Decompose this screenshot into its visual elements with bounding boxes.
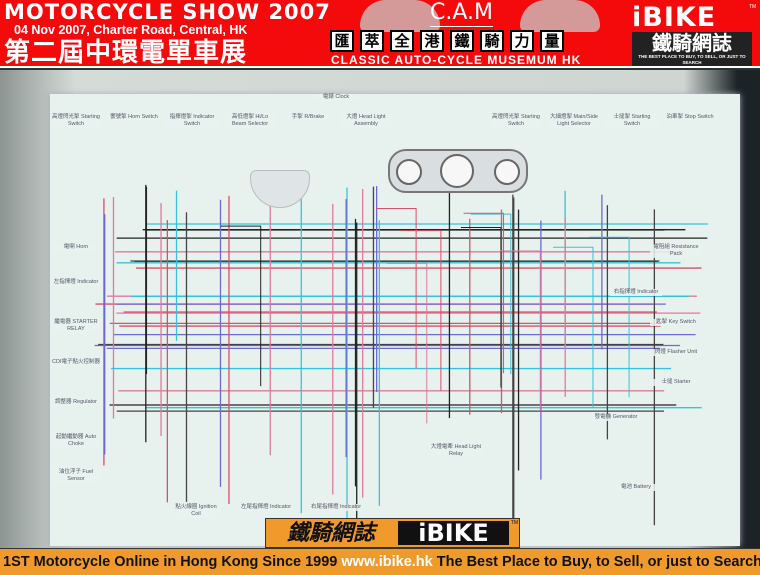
trademark: TM	[749, 4, 757, 10]
show-title: MOTORCYCLE SHOW 2007	[4, 0, 331, 24]
wire	[376, 208, 417, 369]
cam-slogan-cn: 匯萃全港鐵騎力量	[330, 30, 564, 52]
component-label: 電錶 Clock	[310, 94, 362, 101]
footer-slogan: The Best Place to Buy, to Sell, or just …	[432, 554, 760, 570]
gauge-icon	[396, 159, 422, 185]
wiring-lines	[94, 184, 709, 546]
component-label: 右尾指揮燈 Indicator	[310, 504, 362, 511]
component-label: 高燈閃光掣 Starting Switch	[50, 114, 102, 128]
component-label: 匙掣 Key Switch	[650, 319, 702, 326]
component-label: 右指揮燈 Indicator	[610, 289, 662, 296]
gauge-icon	[494, 159, 520, 185]
gauge-icon	[440, 154, 474, 188]
ibike-footer-logo[interactable]: 鐵騎網誌 iBIKE TM	[265, 518, 520, 548]
website-link[interactable]: www.ibike.hk	[341, 554, 433, 570]
component-label: 大燈 Head Light Assembly	[340, 114, 392, 128]
component-label: 左尾指揮燈 Indicator	[240, 504, 292, 511]
logo-en: iBIKE	[398, 521, 509, 545]
wire	[463, 212, 505, 374]
component-label: 左指揮燈 Indicator	[50, 279, 102, 286]
component-label: 士撻掣 Starting Switch	[606, 114, 658, 128]
logo-cn: 鐵騎網誌	[286, 520, 375, 545]
wire	[589, 236, 630, 398]
wire	[400, 230, 442, 391]
component-label: 高低燈掣 Hi/Lo Beam Selector	[224, 114, 276, 128]
show-title-cn: 第二屆中環電單車展	[4, 37, 248, 67]
component-label: 電喇 Horn	[50, 244, 102, 251]
wire	[460, 226, 502, 388]
slogan-char: 萃	[360, 30, 384, 52]
trademark: TM	[510, 520, 518, 526]
slogan-char: 量	[540, 30, 564, 52]
component-label: 泊車掣 Stop Switch	[664, 114, 716, 121]
component-label: 指揮燈掣 Indicator Switch	[166, 114, 218, 128]
wire	[386, 262, 428, 424]
wire	[552, 246, 594, 408]
ibike-logo[interactable]: iBIKE	[632, 2, 717, 33]
wire	[500, 250, 541, 411]
motorcycle-illustration	[520, 0, 600, 32]
footer-tagline: 1ST Motorcycle Online in Hong Kong Since…	[3, 554, 342, 570]
footer-banner: 1ST Motorcycle Online in Hong Kong Since…	[0, 548, 760, 575]
slogan-char: 騎	[480, 30, 504, 52]
component-label: 繼電器 STARTER RELAY	[50, 319, 102, 333]
component-label: 發電機 Generator	[590, 414, 642, 421]
ibike-cn-text: 鐵騎網誌	[652, 33, 732, 55]
component-label: 點火線圈 Ignition Coil	[170, 504, 222, 518]
component-label: 手掣 R/Brake	[282, 114, 334, 121]
wire	[470, 213, 512, 375]
slogan-char: 匯	[330, 30, 354, 52]
component-label: 響號掣 Horn Switch	[108, 114, 160, 121]
component-label: 起動繼動器 Auto Choke	[50, 434, 102, 448]
component-label: 大燈電牽 Head Light Relay	[430, 444, 482, 458]
wire	[220, 225, 262, 387]
component-label: 士撻 Starter	[650, 379, 702, 386]
motorcycle-illustration	[360, 0, 440, 32]
component-label: 調整器 Regulator	[50, 399, 102, 406]
instrument-cluster-drawing	[388, 149, 528, 193]
component-label: 大細燈掣 Main/Side Light Selector	[548, 114, 600, 128]
show-date: 04 Nov 2007, Charter Road, Central, HK	[14, 23, 248, 37]
component-label: 閃燈 Flasher Unit	[650, 349, 702, 356]
slogan-char: 港	[420, 30, 444, 52]
component-label: 油位浮子 Fuel Sensor	[50, 469, 102, 483]
component-label: 高燈閃光掣 Starting Switch	[490, 114, 542, 128]
slogan-char: 鐵	[450, 30, 474, 52]
cam-name: CLASSIC AUTO-CYCLE MUSEMUM HK	[331, 53, 582, 67]
slogan-char: 力	[510, 30, 534, 52]
component-label: 電阻組 Resistance Pack	[650, 244, 702, 258]
component-label: CDI電子點火控制器	[50, 359, 102, 366]
header-banner: MOTORCYCLE SHOW 2007 04 Nov 2007, Charte…	[0, 0, 760, 68]
wiring-diagram-poster: 高燈閃光掣 Starting Switch 響號掣 Horn Switch 指揮燈掣…	[50, 94, 740, 546]
slogan-char: 全	[390, 30, 414, 52]
component-label: 電池 Battery	[610, 484, 662, 491]
cam-logo: C.A.M	[430, 0, 493, 27]
ibike-tagline: THE BEST PLACE TO BUY, TO SELL, OR JUST …	[632, 54, 752, 66]
